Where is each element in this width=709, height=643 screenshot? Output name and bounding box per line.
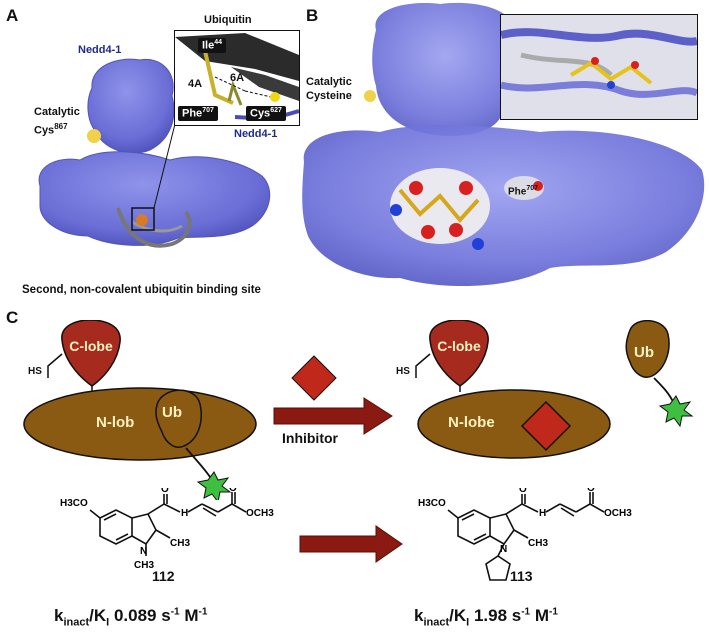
c113-amide-nh: H bbox=[539, 508, 546, 519]
c-lobe-left bbox=[61, 320, 121, 387]
nedd4-label: Nedd4-1 bbox=[78, 44, 122, 56]
synthesis-arrow bbox=[299, 525, 403, 563]
distance-6a: 6A bbox=[230, 72, 245, 84]
fluorophore-star-right bbox=[658, 395, 694, 428]
c112-ester: OCH3 bbox=[246, 508, 274, 519]
ub-bound bbox=[155, 389, 202, 448]
phe-patch bbox=[504, 176, 544, 200]
nedd4-n-lobe-surface bbox=[38, 151, 271, 246]
inset-nedd4-label: Nedd4-1 bbox=[234, 128, 278, 140]
c113-amide-o: O bbox=[519, 488, 527, 495]
c-lobe-right bbox=[429, 320, 489, 387]
inhibitor-label: Inhibitor bbox=[282, 430, 338, 446]
panel-c-schematic bbox=[23, 320, 694, 500]
compound-113-kinetics: kinact/KI 1.98 s-1 M-1 bbox=[414, 606, 558, 629]
ubiquitin-ribbon bbox=[116, 207, 192, 248]
c113-ester-o: O bbox=[587, 488, 595, 494]
c112-ring-n: N bbox=[140, 546, 147, 557]
panel-b-lower-body bbox=[302, 125, 705, 287]
ub-free bbox=[625, 320, 670, 378]
catalytic-residue-label: Cys867 bbox=[34, 122, 68, 137]
panel-label-a: A bbox=[6, 6, 19, 25]
n-lobe-left bbox=[23, 387, 257, 461]
compound-112-kinetics: kinact/KI 0.089 s-1 M-1 bbox=[54, 606, 208, 629]
compound-113-structure: H3CO O H O OCH3 N CH3 bbox=[418, 488, 632, 581]
phe-tag: Phe707 bbox=[178, 106, 218, 121]
c113-methoxy: H3CO bbox=[418, 498, 446, 509]
compound-112-number: 112 bbox=[152, 568, 175, 584]
nedd4-c-lobe-surface bbox=[87, 58, 175, 154]
oxygen-atom bbox=[409, 181, 423, 195]
catalytic-cysteine-spot bbox=[364, 90, 376, 102]
panel-b-surface bbox=[302, 2, 705, 287]
c112-ester-o: O bbox=[229, 488, 237, 494]
n-lobe-left-label: N-lob bbox=[96, 414, 135, 431]
c113-ester: OCH3 bbox=[604, 508, 632, 519]
c-lobe-right-label: C-lobe bbox=[437, 338, 481, 354]
c112-amide-o: O bbox=[161, 488, 169, 495]
compound-113-number: 113 bbox=[510, 568, 533, 584]
ile-tag: Ile44 bbox=[198, 38, 227, 53]
cys-tag: Cys627 bbox=[246, 106, 286, 121]
distance-4a: 4A bbox=[188, 78, 203, 90]
reaction-arrow bbox=[273, 397, 393, 435]
catalytic-cys-spot bbox=[87, 129, 101, 143]
oxygen-atom bbox=[421, 225, 435, 239]
c113-ring-n: N bbox=[500, 544, 507, 555]
inhibitor-diamond bbox=[291, 355, 337, 401]
thiol-right-label: HS bbox=[396, 366, 410, 377]
oxygen-atom bbox=[449, 223, 463, 237]
c112-c-methyl: CH3 bbox=[170, 538, 190, 549]
c112-amide-nh: H bbox=[181, 508, 188, 519]
panel-b-cysteine-label: Cysteine bbox=[306, 90, 352, 102]
oxygen-atom bbox=[459, 181, 473, 195]
n-lobe-right-label: N-lobe bbox=[448, 414, 495, 431]
panel-b-inset bbox=[500, 14, 698, 120]
ub-free-label: Ub bbox=[634, 344, 654, 361]
inset-ubiquitin-title: Ubiquitin bbox=[204, 14, 252, 26]
nitrogen-atom bbox=[390, 204, 402, 216]
thiol-left-label: HS bbox=[28, 366, 42, 377]
panel-label-c: C bbox=[6, 308, 19, 327]
catalytic-label: Catalytic bbox=[34, 106, 80, 118]
binding-site-box bbox=[131, 207, 155, 231]
nitrogen-atom bbox=[472, 238, 484, 250]
fluorophore-star-left bbox=[196, 471, 232, 500]
c-lobe-left-label: C-lobe bbox=[69, 338, 113, 354]
c112-n-methyl: CH3 bbox=[134, 560, 154, 571]
panel-b-upper-lobe bbox=[372, 2, 519, 136]
compound-112-structure: H3CO O H O OCH3 N CH3 CH3 bbox=[60, 488, 274, 571]
panel-b-catalytic-label: Catalytic bbox=[306, 76, 352, 88]
panel-a-surface bbox=[38, 58, 271, 248]
c113-c-methyl: CH3 bbox=[528, 538, 548, 549]
panel-a-caption: Second, non-covalent ubiquitin binding s… bbox=[22, 284, 261, 296]
ub-bound-label: Ub bbox=[162, 404, 182, 421]
panel-b-phe-label: Phe707 bbox=[508, 185, 539, 198]
panel-label-b: B bbox=[306, 6, 319, 25]
c112-methoxy: H3CO bbox=[60, 498, 88, 509]
n-lobe-right bbox=[417, 389, 611, 459]
inhibitor-bound-diamond bbox=[520, 400, 572, 452]
